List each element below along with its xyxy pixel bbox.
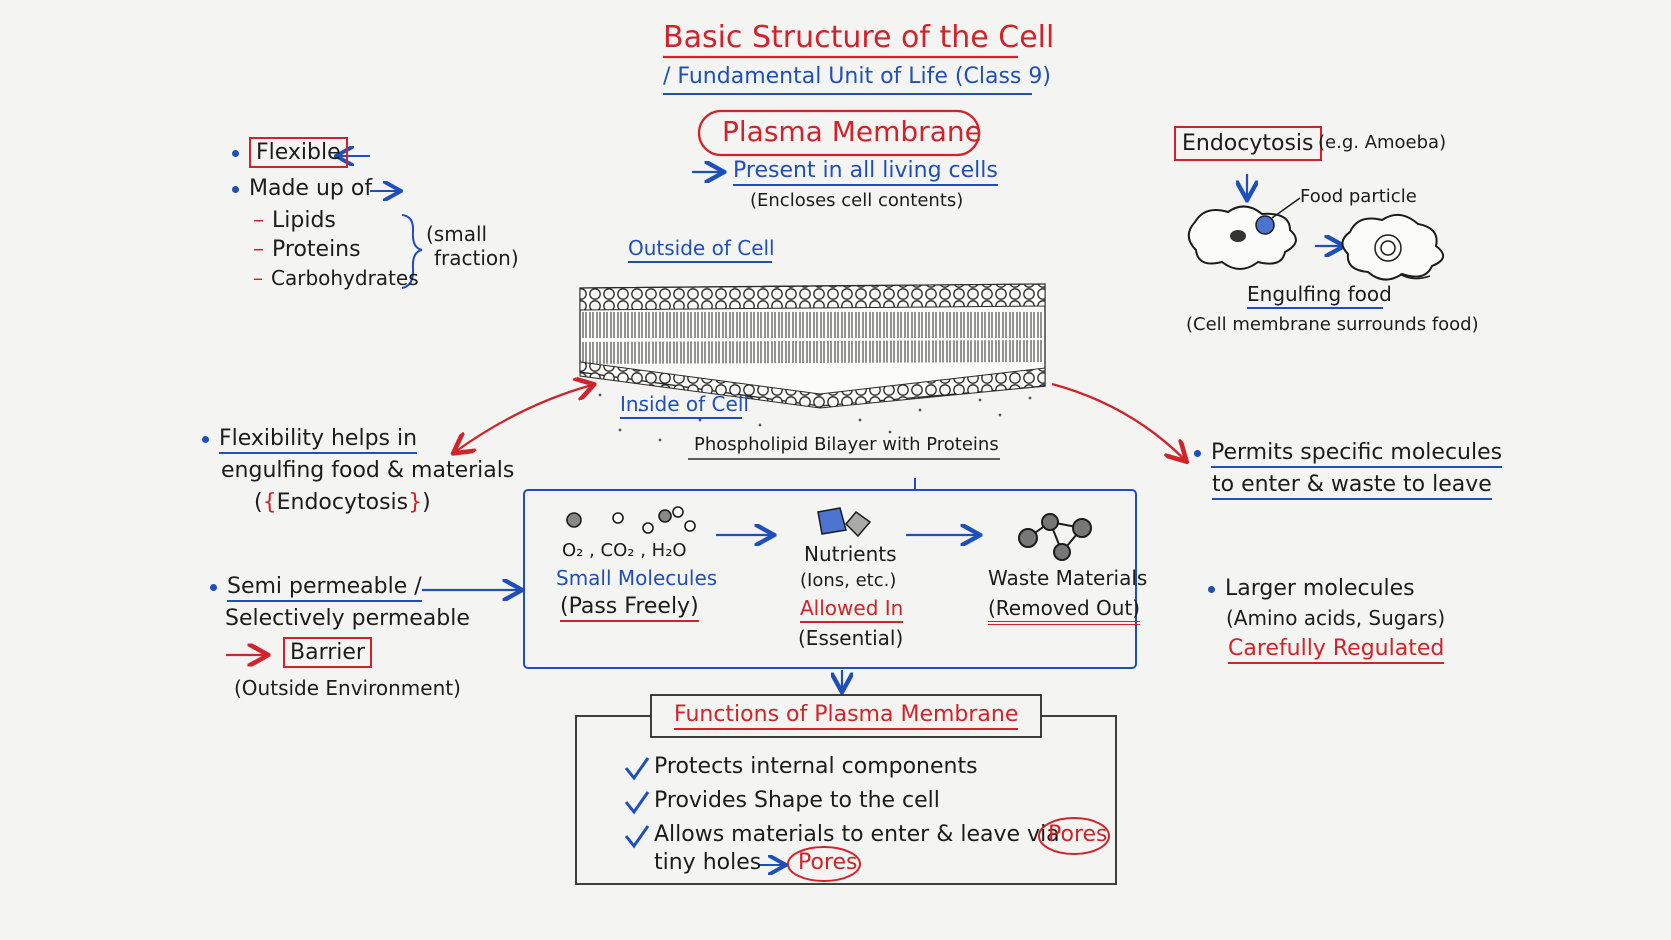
carefully-regulated: Carefully Regulated xyxy=(1228,636,1445,664)
barrier-label: Barrier xyxy=(283,637,372,668)
outside-environment-label: (Outside Environment) xyxy=(234,676,461,700)
check-icon xyxy=(624,757,650,781)
made-up-label: Made up of xyxy=(249,176,373,201)
larger-molecules-line1: Larger molecules xyxy=(1208,576,1415,601)
amoeba-illustration xyxy=(1187,197,1444,281)
allowed-in-label: Allowed In xyxy=(800,596,904,623)
flexibility-arrow xyxy=(455,385,592,452)
check-icon xyxy=(624,791,650,815)
endocytosis-label: Endocytosis xyxy=(1174,126,1322,161)
proteins-item: –Proteins xyxy=(253,237,361,262)
waste-molecule-icon xyxy=(1018,513,1092,561)
formula-label: O₂ , CO₂ , H₂O xyxy=(562,540,687,561)
lipids-item: –Lipids xyxy=(253,208,336,233)
bullet-icon xyxy=(1194,449,1201,457)
bullet-icon xyxy=(232,149,239,157)
made-up-item: Made up of xyxy=(232,176,372,201)
function-shape: Provides Shape to the cell xyxy=(654,788,940,813)
pass-freely-label: (Pass Freely) xyxy=(560,594,699,622)
small-fraction-line1: (small xyxy=(426,222,488,246)
check-icon xyxy=(624,825,650,849)
bullet-icon xyxy=(1208,585,1215,593)
ions-label: (Ions, etc.) xyxy=(800,570,897,591)
page-subtitle: / Fundamental Unit of Life (Class 9) xyxy=(663,64,1051,89)
page-title: Basic Structure of the Cell xyxy=(663,20,1055,55)
permits-line1: Permits specific molecules xyxy=(1194,440,1503,468)
nutrients-label: Nutrients xyxy=(804,542,897,566)
permits-line2: to enter & waste to leave xyxy=(1212,472,1492,500)
function-allows: Allows materials to enter & leave via xyxy=(654,822,1060,847)
flexibility-line3: ({Endocytosis}) xyxy=(254,490,431,515)
encloses-text: (Encloses cell contents) xyxy=(750,190,964,211)
permits-arrow xyxy=(1051,382,1185,460)
small-fraction-line2: fraction) xyxy=(434,246,519,270)
flexibility-line2: engulfing food & materials xyxy=(221,458,515,483)
functions-heading: Functions of Plasma Membrane xyxy=(674,702,1019,730)
small-molecules-label: Small Molecules xyxy=(556,566,718,590)
bilayer-label: Phospholipid Bilayer with Proteins xyxy=(694,434,999,455)
pores-label-1: Pores xyxy=(1048,822,1108,847)
pores-label-2: Pores xyxy=(798,850,858,875)
inside-label: Inside of Cell xyxy=(620,392,749,416)
bullet-icon xyxy=(232,185,239,193)
pores-oval-1 xyxy=(1038,817,1110,855)
essential-label: (Essential) xyxy=(798,626,904,650)
bullet-icon xyxy=(202,435,209,443)
function-protects: Protects internal components xyxy=(654,754,978,779)
waste-materials-label: Waste Materials xyxy=(988,566,1148,590)
surrounds-label: (Cell membrane surrounds food) xyxy=(1186,314,1479,335)
food-particle-label: Food particle xyxy=(1300,186,1417,207)
removed-out-label: (Removed Out) xyxy=(988,596,1141,625)
larger-molecules-line2: (Amino acids, Sugars) xyxy=(1226,606,1446,630)
phospholipid-bilayer-illustration xyxy=(579,283,1046,442)
outside-label: Outside of Cell xyxy=(628,236,775,260)
functions-heading-box xyxy=(650,694,1042,738)
semi-permeable-line2: Selectively permeable xyxy=(225,606,470,631)
flexible-item: Flexible xyxy=(232,137,348,168)
plasma-membrane-heading: Plasma Membrane xyxy=(722,115,982,148)
nutrient-crystals-icon xyxy=(817,507,872,538)
flexibility-line1: Flexibility helps in xyxy=(202,426,418,454)
function-tiny-holes: tiny holes xyxy=(654,850,762,875)
engulfing-label: Engulfing food xyxy=(1247,282,1392,306)
flexible-label: Flexible xyxy=(249,137,348,168)
small-molecules-icons xyxy=(566,506,696,534)
amoeba-example: (e.g. Amoeba) xyxy=(1318,132,1447,153)
semi-permeable-line1: Semi permeable / xyxy=(210,574,422,602)
plasma-membrane-pill xyxy=(697,109,981,157)
lipid-bracket xyxy=(401,214,423,289)
carbohydrates-item: –Carbohydrates xyxy=(253,266,419,290)
present-text: Present in all living cells xyxy=(733,158,998,186)
pores-oval-2 xyxy=(787,846,861,882)
bullet-icon xyxy=(210,583,217,591)
